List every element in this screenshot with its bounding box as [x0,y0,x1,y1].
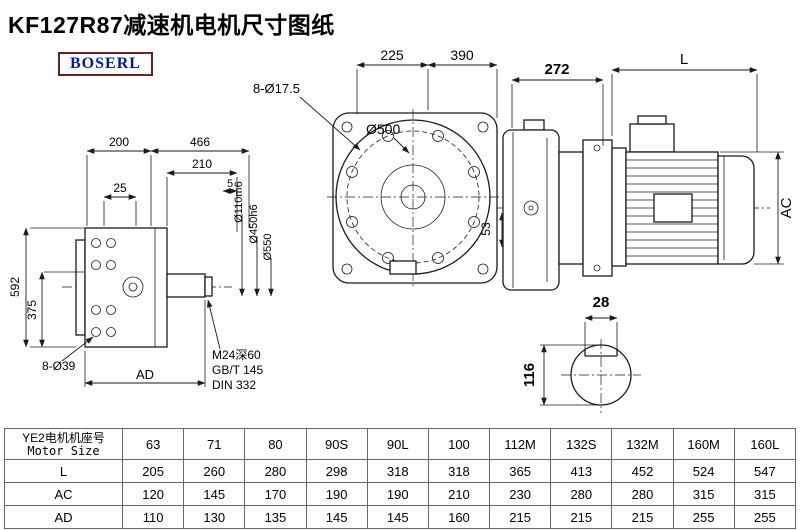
table-cell: 315 [672,482,735,506]
table-cell: 315 [733,482,797,506]
size-label-cn: YE2电机机座号 [22,430,105,445]
table-cell: 110 [121,505,185,529]
front-view-geometry [327,109,503,287]
page-title: KF127R87减速机电机尺寸图纸 [8,12,335,38]
table-cell: 260 [183,459,246,483]
dia-shaft-label: Ø110m6 [233,181,245,222]
table-cell: 547 [733,459,797,483]
size-column-header: 160L [733,428,797,460]
table-cell: 215 [489,505,552,529]
holes-8xd39-label: 8-Ø39 [42,359,76,373]
table-cell: 280 [550,482,613,506]
table-cell: 145 [183,482,246,506]
dim-200-label: 200 [109,135,129,149]
size-column-header: 90L [366,428,429,460]
size-column-header: 80 [244,428,307,460]
left-view-dimensions [23,148,274,387]
dim-28-label: 28 [593,294,610,311]
table-cell: 280 [244,459,307,483]
size-column-header: 132M [611,428,674,460]
shaft-section-labels: 28 116 [521,294,609,387]
thread-note-line1: M24深60 [212,348,261,362]
table-cell: 210 [427,482,491,506]
front-view-dimensions [299,62,505,248]
motor-size-table: YE2电机机座号 Motor Size 63 71 80 90S 90L 100… [4,428,797,529]
dim-53-label: 53 [479,222,493,236]
shaft-section-geometry [561,339,641,413]
table-cell: 298 [305,459,368,483]
dim-ac-label: AC [778,197,795,218]
table-cell: 255 [672,505,735,529]
table-cell: 318 [427,459,491,483]
size-label-en: Motor Size [27,443,100,458]
table-cell: 318 [366,459,429,483]
table-cell: 280 [611,482,674,506]
dia-500-label: Ø500 [366,121,400,137]
table-cell: 190 [366,482,429,506]
table-cell: 215 [611,505,674,529]
table-cell: 255 [733,505,797,529]
dim-5-label: 5 [227,178,233,190]
left-view-labels: 200 466 210 5 25 592 375 8-Ø39 AD M24深60… [8,135,274,392]
thread-note-line2: GB/T 145 [212,363,263,377]
size-column-header: 90S [305,428,368,460]
dim-25-label: 25 [113,181,127,195]
table-row-ac: AC 120 145 170 190 190 210 230 280 280 3… [4,482,797,506]
table-cell: 215 [550,505,613,529]
dim-225-label: 225 [380,47,404,63]
table-cell: 170 [244,482,307,506]
dim-272-label: 272 [544,61,569,78]
table-cell: 365 [489,459,552,483]
dia-spigot-label: Ø450h6 [248,204,260,243]
front-view-labels: 225 390 8-Ø17.5 Ø500 53 [253,47,493,236]
table-row-l: L 205 260 280 298 318 318 365 413 452 52… [4,459,797,483]
dim-390-label: 390 [450,47,474,63]
table-cell: 205 [121,459,185,483]
table-cell: 413 [550,459,613,483]
brand-logo: BOSERL [58,52,153,76]
table-cell: 145 [366,505,429,529]
thread-note-line3: DIN 332 [212,378,256,392]
table-cell: 452 [611,459,674,483]
table-cell: 230 [489,482,552,506]
size-label-cell: YE2电机机座号 Motor Size [4,428,123,460]
left-view-geometry [62,227,232,348]
dim-116-label: 116 [521,363,538,387]
table-cell: 190 [305,482,368,506]
table-row-ad: AD 110 130 135 145 145 160 215 215 215 2… [4,505,797,529]
size-column-header: 132S [550,428,613,460]
holes-8xd175-label: 8-Ø17.5 [253,81,300,96]
row-label: AC [4,482,123,506]
table-cell: 160 [427,505,491,529]
shaft-section-dimensions [540,315,618,406]
dim-210-label: 210 [192,157,212,171]
dim-l-label: L [680,51,688,68]
motor-view-dimensions [511,67,784,265]
motor-view-geometry [497,115,770,291]
size-column-header: 112M [489,428,552,460]
table-cell: 135 [244,505,307,529]
dim-592-label: 592 [8,277,22,297]
size-column-header: 160M [672,428,735,460]
size-column-header: 100 [427,428,491,460]
size-column-header: 63 [121,428,185,460]
table-cell: 120 [121,482,185,506]
table-cell: 145 [305,505,368,529]
motor-fins [626,159,718,257]
dim-466-label: 466 [190,135,210,149]
table-cell: 524 [672,459,735,483]
size-column-header: 71 [183,428,246,460]
table-header-row: YE2电机机座号 Motor Size 63 71 80 90S 90L 100… [4,428,797,460]
dim-375-label: 375 [25,300,39,320]
table-cell: 130 [183,505,246,529]
dia-flange-label: Ø550 [262,234,274,261]
motor-view-labels: 272 L AC [544,51,795,218]
row-label: AD [4,505,123,529]
dim-ad-label: AD [136,367,154,382]
technical-drawing: 200 466 210 5 25 592 375 8-Ø39 AD M24深60… [8,47,795,413]
row-label: L [4,459,123,483]
